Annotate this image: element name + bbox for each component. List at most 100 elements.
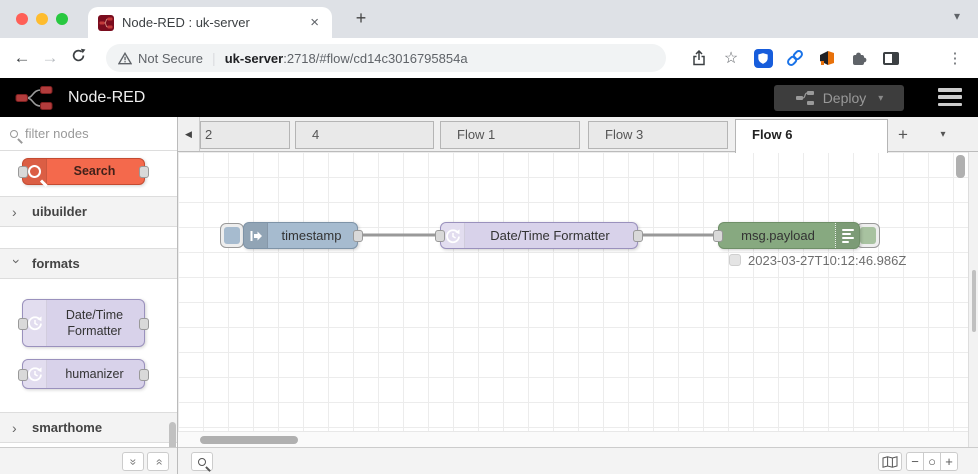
tab-search-chevron-icon[interactable]: ▾ <box>953 9 960 23</box>
input-port[interactable] <box>18 318 28 330</box>
url-path[interactable]: :2718/#flow/cd14c3016795854a <box>283 50 468 66</box>
node-debug-msg-payload[interactable]: msg.payload <box>713 222 860 249</box>
output-port[interactable] <box>139 318 149 330</box>
forward-button[interactable]: → <box>41 48 59 67</box>
url-bar[interactable]: Not Secure | uk-server :2718/#flow/cd14c… <box>106 44 666 72</box>
debug-toggle-button[interactable] <box>856 223 880 248</box>
flow-tab-bar: ◀ 2 4 Flow 1 Flow 3 Flow 6 + ▾ <box>178 117 978 153</box>
output-port[interactable] <box>633 230 643 242</box>
palette-filter[interactable] <box>0 117 177 151</box>
inject-trigger-button[interactable] <box>220 223 244 248</box>
profile-avatar[interactable] <box>910 45 936 71</box>
chevron-down-icon: › <box>9 258 25 264</box>
map-icon <box>882 455 898 468</box>
input-port[interactable] <box>435 230 445 242</box>
side-panel-icon <box>883 51 899 65</box>
nodered-logo-icon <box>15 85 53 110</box>
url-host[interactable]: uk-server <box>224 50 284 66</box>
double-chevron-up-icon: » <box>126 458 140 465</box>
input-port[interactable] <box>713 230 723 242</box>
node-status-text: 2023-03-27T10:12:46.986Z <box>748 253 907 268</box>
deploy-options-caret-icon[interactable]: ▾ <box>878 92 884 104</box>
not-secure-label[interactable]: Not Secure <box>138 50 204 66</box>
zoom-out-button[interactable]: − <box>906 452 924 471</box>
browser-toolbar: ← → Not Secure | uk-server :2718/#flow/c… <box>0 38 978 78</box>
minimize-window-button[interactable] <box>36 13 48 25</box>
share-button[interactable] <box>686 45 712 71</box>
palette-node-datetime-formatter[interactable]: Date/Time Formatter <box>18 299 149 347</box>
canvas-search-button[interactable] <box>191 452 213 471</box>
deploy-button[interactable]: Deploy ▾ <box>774 85 904 111</box>
node-inject-timestamp[interactable]: timestamp <box>243 222 363 249</box>
add-flow-button[interactable]: + <box>898 125 908 144</box>
inject-arrow-icon <box>250 230 262 241</box>
reload-icon <box>72 48 85 62</box>
output-port[interactable] <box>353 230 363 242</box>
browser-tabstrip: Node-RED : uk-server × + ▾ <box>0 0 978 38</box>
canvas-hscrollbar-thumb[interactable] <box>200 436 298 444</box>
navigator-button[interactable] <box>878 452 902 471</box>
new-tab-button[interactable]: + <box>355 8 367 28</box>
output-port[interactable] <box>139 166 149 178</box>
flow-tab-flow6-active[interactable]: Flow 6 <box>735 119 888 153</box>
input-port[interactable] <box>18 166 28 178</box>
close-window-button[interactable] <box>16 13 28 25</box>
node-label: Date/Time Formatter <box>490 228 610 243</box>
search-icon <box>10 129 18 138</box>
output-port[interactable] <box>139 369 149 381</box>
palette-category-smarthome[interactable]: › smarthome <box>0 412 177 443</box>
wires-layer <box>363 233 713 237</box>
collapse-all-button[interactable]: » <box>122 452 144 471</box>
url-separator: | <box>212 50 216 66</box>
browser-tab-title: Node-RED : uk-server <box>122 15 250 30</box>
bitwarden-extension-button[interactable] <box>750 45 776 71</box>
canvas-vscrollbar-thumb[interactable] <box>956 155 965 178</box>
share-icon <box>693 50 705 66</box>
splitter-scroll-thumb[interactable] <box>972 270 976 332</box>
node-datetime-formatter[interactable]: Date/Time Formatter <box>435 222 643 249</box>
timer-icon-region <box>441 223 465 248</box>
canvas-hscrollbar-track[interactable] <box>178 431 968 447</box>
flow-tab-menu-caret-icon[interactable]: ▾ <box>940 129 946 140</box>
input-port[interactable] <box>18 369 28 381</box>
flow-tab-flow3[interactable]: Flow 3 <box>588 121 728 149</box>
palette-category-uibuilder[interactable]: › uibuilder <box>0 196 177 227</box>
flow-tab-partial[interactable]: 2 <box>200 121 290 149</box>
reload-button[interactable] <box>64 48 92 68</box>
expand-all-button[interactable]: » <box>147 452 169 471</box>
palette-category-formats[interactable]: › formats <box>0 248 177 279</box>
palette-node-label: Date/Time Formatter <box>65 307 124 338</box>
link-extension-button[interactable] <box>782 45 808 71</box>
side-panel-button[interactable] <box>878 45 904 71</box>
browser-tab[interactable]: Node-RED : uk-server × <box>88 7 332 38</box>
avatar <box>912 47 934 69</box>
shield-icon <box>753 48 773 68</box>
palette-node-humanizer[interactable]: humanizer <box>18 359 149 389</box>
category-label: uibuilder <box>32 204 87 219</box>
zoom-reset-button[interactable]: ○ <box>923 452 941 471</box>
double-chevron-down-icon: » <box>151 458 165 465</box>
scroll-tabs-left-button[interactable]: ◀ <box>178 117 200 151</box>
palette-node-search[interactable]: Search <box>18 158 149 185</box>
zoom-in-button[interactable]: + <box>940 452 958 471</box>
debug-list-icon <box>841 228 854 243</box>
close-tab-icon[interactable]: × <box>310 14 319 31</box>
flow-canvas[interactable]: timestamp Date/Time Formatter msg.payloa… <box>178 152 978 447</box>
bookmark-star-button[interactable]: ☆ <box>723 50 739 67</box>
extensions-puzzle-button[interactable] <box>846 45 872 71</box>
timer-icon <box>27 367 42 382</box>
sidebar-splitter[interactable] <box>968 152 978 447</box>
flow-tab-4[interactable]: 4 <box>295 121 434 149</box>
menu-icon <box>938 88 962 92</box>
zoom-window-button[interactable] <box>56 13 68 25</box>
browser-menu-button[interactable]: ⋮ <box>947 50 963 67</box>
back-button[interactable]: ← <box>13 48 31 67</box>
chevron-right-icon: › <box>12 203 17 220</box>
timer-icon <box>27 316 42 331</box>
megaphone-extension-button[interactable] <box>814 45 840 71</box>
palette-node-label: Search <box>73 164 116 179</box>
main-menu-button[interactable] <box>938 88 962 106</box>
palette-scrollbar[interactable] <box>169 422 176 452</box>
flow-tab-flow1[interactable]: Flow 1 <box>440 121 580 149</box>
filter-nodes-input[interactable] <box>25 126 145 141</box>
